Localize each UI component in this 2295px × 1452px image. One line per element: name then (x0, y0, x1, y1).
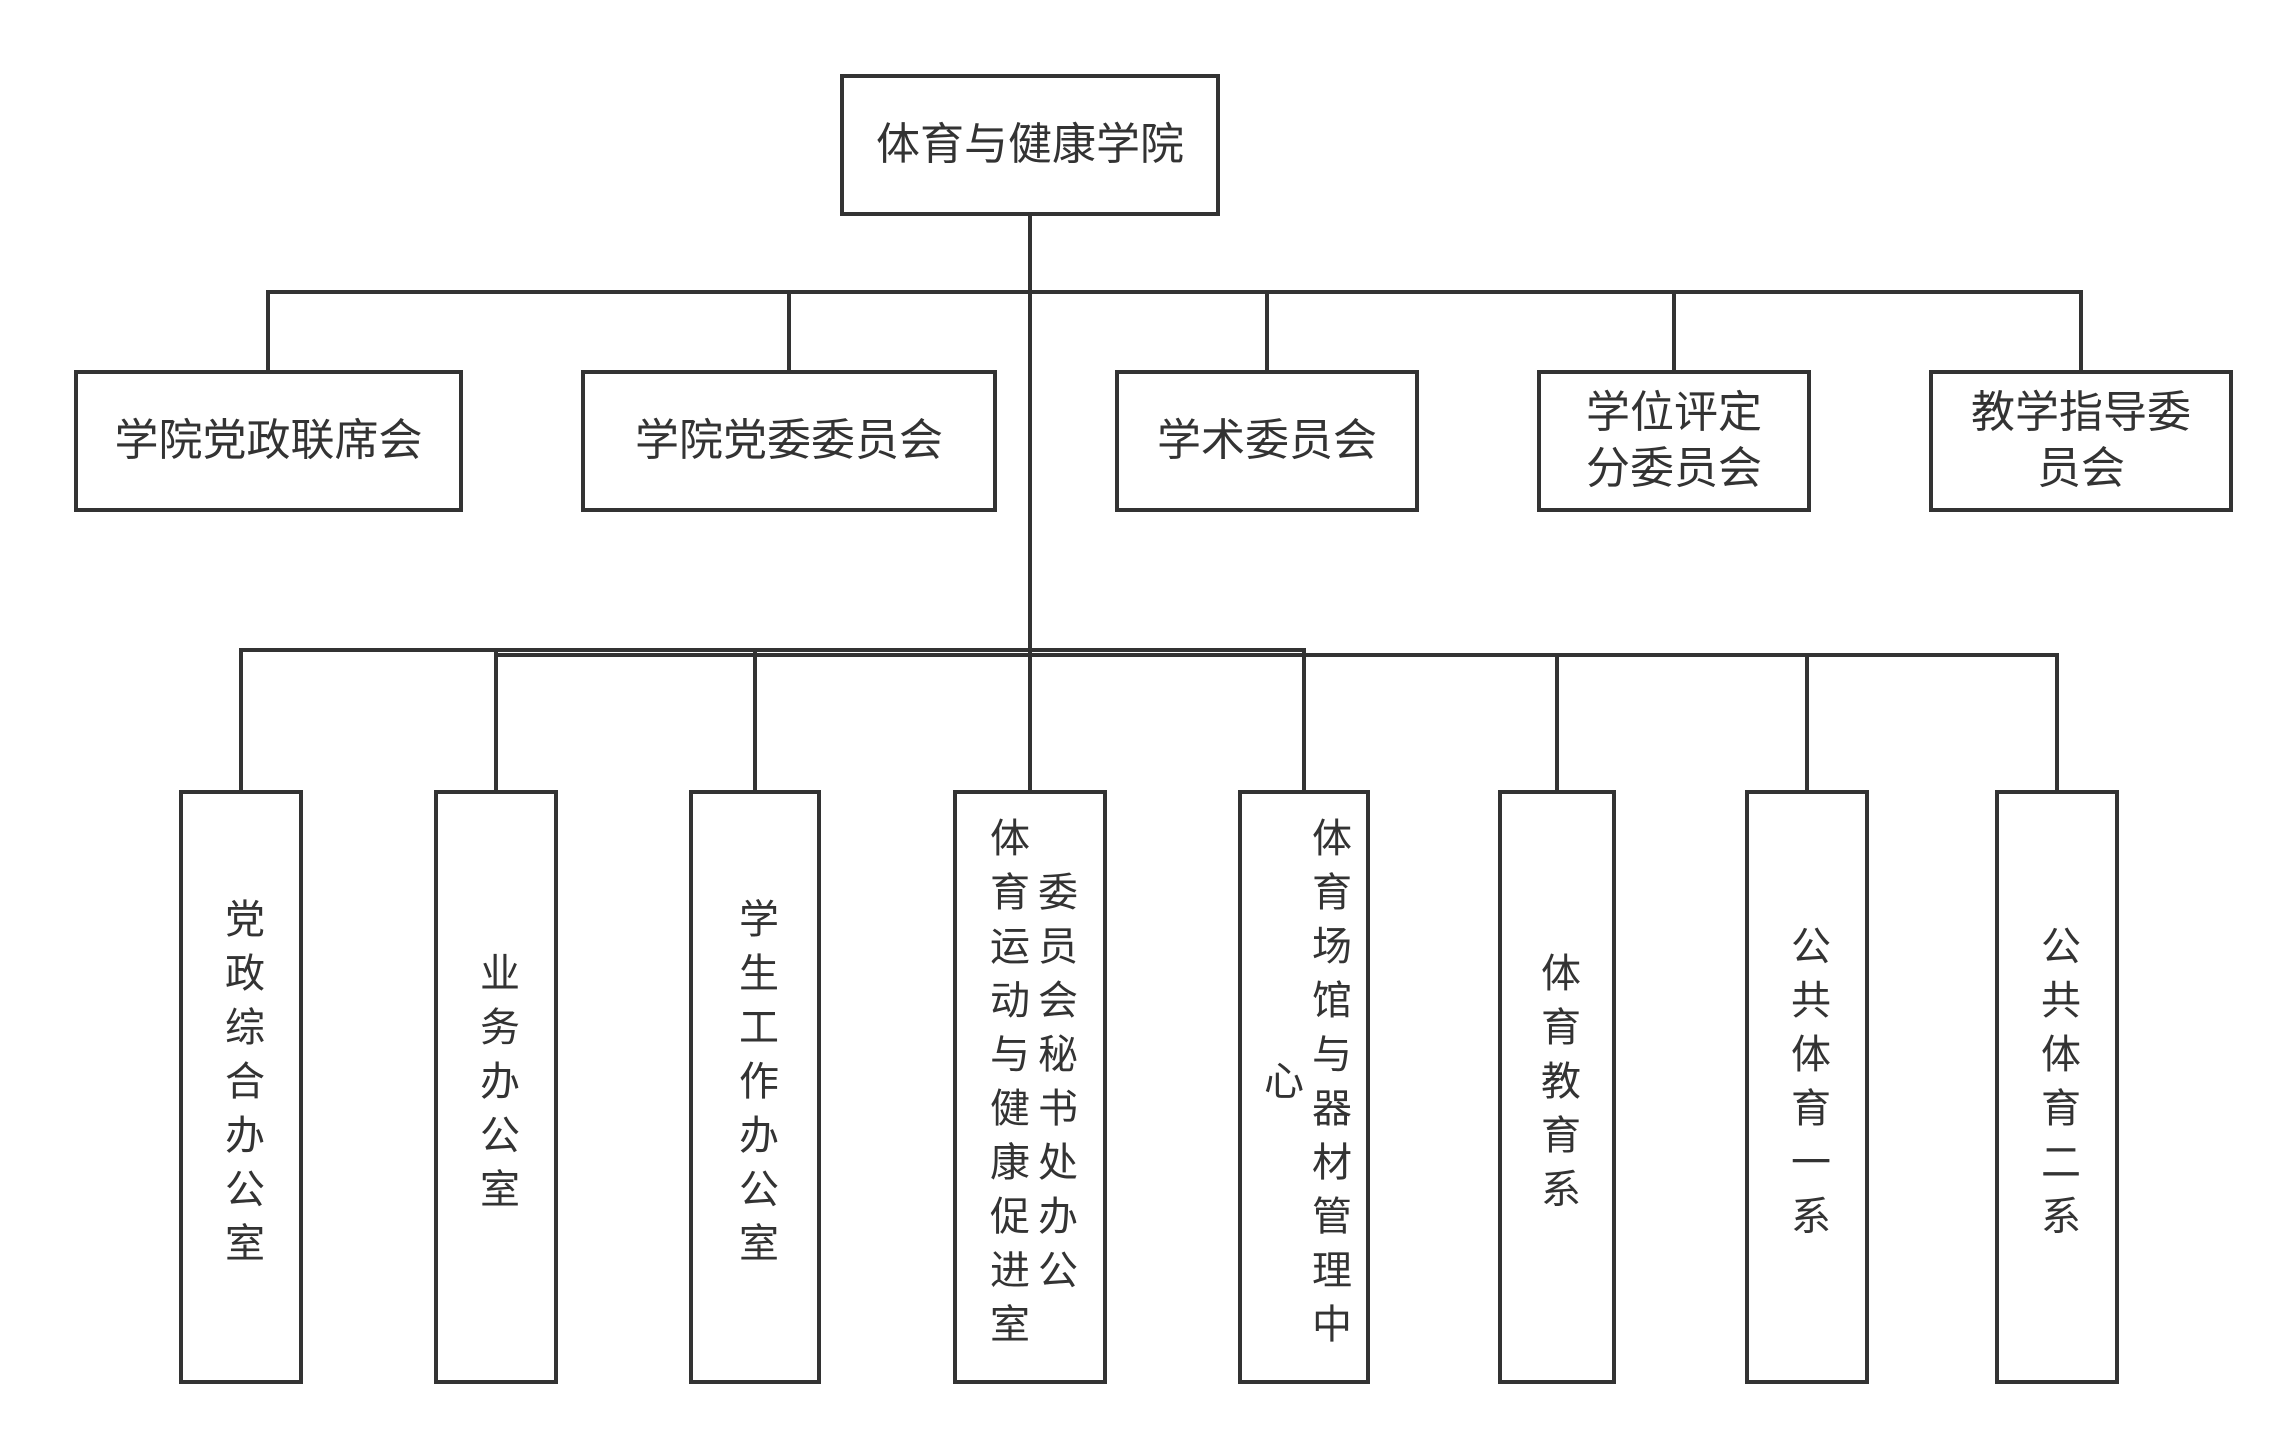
committee-label: 学院党委委员会 (635, 415, 943, 466)
department-label: 业务办公室 (473, 952, 519, 1222)
committee-node-2: 学院党委委员会 (581, 370, 997, 512)
department-node-4: 委员会秘书处办公 体育运动与健康促进室 (953, 790, 1107, 1384)
department-label: 委员会秘书处办公 体育运动与健康促进室 (983, 817, 1077, 1357)
department-label: 党政综合办公室 (218, 898, 264, 1276)
department-label: 体育场馆与器材管理中心 (1257, 817, 1351, 1357)
department-node-2: 业务办公室 (434, 790, 558, 1384)
committee-label: 教学指导委员会 (1971, 387, 2191, 494)
department-node-7: 公共体育一系 (1745, 790, 1869, 1384)
committee-node-3: 学术委员会 (1115, 370, 1419, 512)
department-node-6: 体育教育系 (1498, 790, 1616, 1384)
root-node: 体育与健康学院 (840, 74, 1220, 216)
committee-node-4: 学位评定分委员会 (1537, 370, 1811, 512)
root-node-label: 体育与健康学院 (876, 119, 1184, 170)
department-node-8: 公共体育二系 (1995, 790, 2119, 1384)
department-label: 体育教育系 (1534, 952, 1580, 1222)
committee-label: 学位评定分委员会 (1586, 387, 1762, 494)
department-label: 学生工作办公室 (732, 898, 778, 1276)
department-node-5: 体育场馆与器材管理中心 (1238, 790, 1370, 1384)
committee-label: 学院党政联席会 (114, 415, 423, 466)
committee-label: 学术委员会 (1157, 415, 1377, 466)
department-label: 公共体育一系 (1784, 925, 1830, 1249)
committee-node-5: 教学指导委员会 (1929, 370, 2233, 512)
department-node-1: 党政综合办公室 (179, 790, 303, 1384)
department-node-3: 学生工作办公室 (689, 790, 821, 1384)
department-label: 公共体育二系 (2034, 925, 2080, 1249)
committee-node-1: 学院党政联席会 (74, 370, 463, 512)
